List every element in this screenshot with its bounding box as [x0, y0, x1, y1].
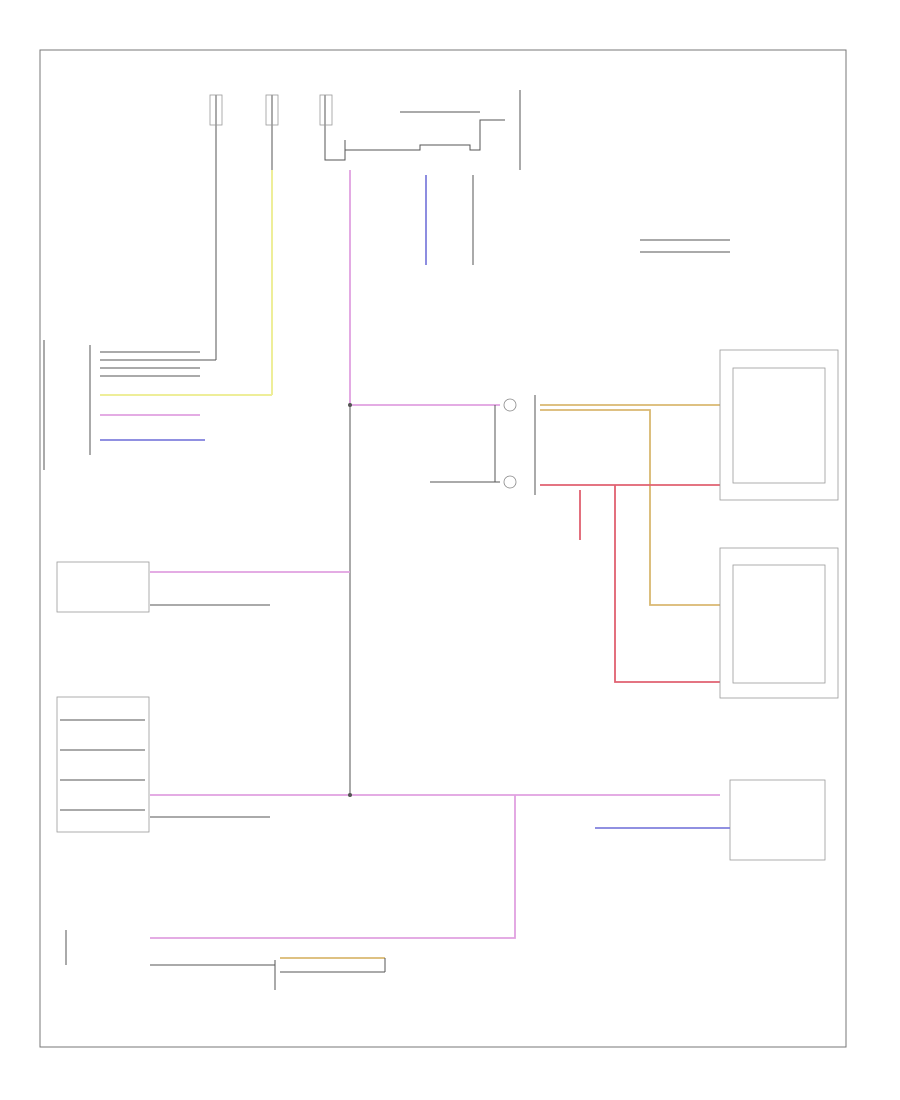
clockspring-circle-2: [503, 475, 517, 489]
module-right-bottom: [595, 779, 826, 861]
splice-dot-1: [348, 403, 352, 407]
fuse-group-top: [209, 94, 346, 170]
tan-wire-down: [540, 409, 720, 606]
fuse-3-box: [319, 94, 333, 126]
relay-wire: [345, 119, 505, 151]
relay-top: [345, 90, 521, 265]
switch-lower-right-inner: [732, 564, 826, 684]
clockspring: [430, 395, 536, 495]
clockspring-circle-1: [503, 398, 517, 412]
splice-dot-2: [348, 793, 352, 797]
red-wire-down: [614, 485, 720, 683]
bottom-connector: [150, 957, 386, 990]
module-left-bottom-box: [56, 696, 150, 833]
module-left-bottom: [56, 696, 150, 833]
module-left-mid-box: [56, 561, 150, 613]
switch-lower-right-box: [719, 547, 839, 699]
module-right-bottom-box: [729, 779, 826, 861]
switch-top-right: [640, 239, 730, 253]
switch-upper-right-inner: [732, 367, 826, 484]
switch-upper-right: [719, 349, 839, 501]
diagram-frame: [39, 49, 847, 1048]
switch-lower-right: [719, 547, 839, 699]
module-left-top: [43, 340, 205, 470]
fuse-2-box: [265, 94, 279, 126]
fuse-3-wire: [324, 95, 346, 161]
pink-down-bottom: [150, 795, 516, 939]
switch-upper-right-box: [719, 349, 839, 501]
module-left-mid: [56, 561, 350, 613]
fuse-1-box: [209, 94, 223, 126]
